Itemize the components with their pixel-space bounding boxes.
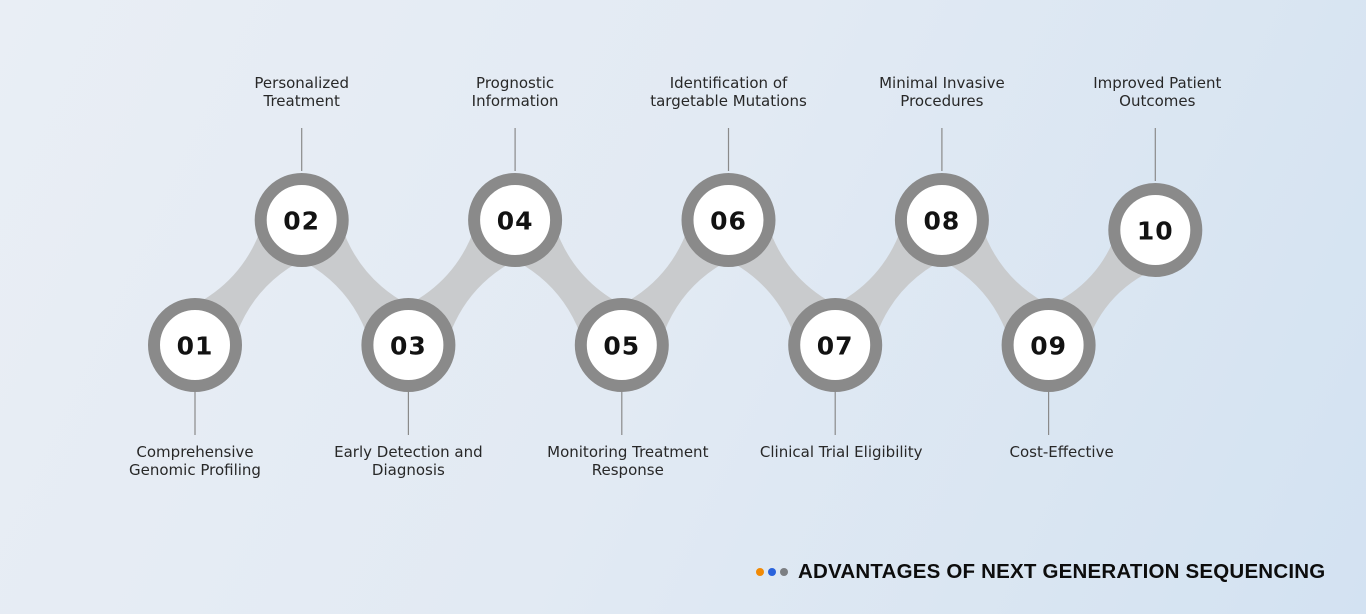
step-label-line: Clinical Trial Eligibility (759, 443, 923, 461)
step-label-line: Early Detection and (334, 443, 483, 461)
step-number: 03 (389, 331, 427, 361)
step-label-line: Procedures (900, 92, 984, 110)
step-label: Cost-Effective (937, 443, 1187, 461)
step-label-line: Monitoring Treatment (547, 443, 709, 461)
step-circle-05 (574, 298, 669, 392)
step-label-line: Diagnosis (371, 461, 445, 479)
step-circle-06 (681, 173, 776, 267)
step-label-line: Treatment (263, 92, 340, 110)
step-label: Clinical Trial Eligibility (716, 443, 966, 461)
step-number: 08 (923, 206, 961, 236)
title-dot-gray (780, 568, 788, 576)
step-number: 01 (176, 331, 214, 361)
step-circle-10 (1108, 183, 1203, 277)
step-number: 05 (603, 331, 641, 361)
step-label-line: Improved Patient (1093, 74, 1222, 92)
step-label-line: Response (591, 461, 664, 479)
step-circle-04 (468, 173, 563, 267)
step-number: 09 (1030, 331, 1067, 361)
infographic-title: ADVANTAGES OF NEXT GENERATION SEQUENCING (798, 560, 1326, 583)
step-label-line: Comprehensive (136, 443, 254, 461)
step-label-line: Cost-Effective (1009, 443, 1114, 461)
title-dot-orange (756, 568, 764, 576)
step-number: 02 (283, 206, 321, 236)
step-number: 07 (816, 331, 854, 361)
step-label-line: Minimal Invasive (879, 74, 1005, 92)
step-number: 06 (710, 206, 747, 236)
step-circle-03 (361, 298, 456, 392)
step-number: 10 (1136, 216, 1174, 246)
step-label-line: Personalized (254, 74, 349, 92)
step-number: 04 (496, 206, 534, 236)
title-dot-blue (768, 568, 776, 576)
step-label-line: targetable Mutations (650, 92, 807, 110)
step-circle-01 (148, 298, 242, 392)
step-label-line: Outcomes (1119, 92, 1196, 110)
step-label-line: Prognostic (476, 74, 555, 92)
title-dots (756, 568, 788, 576)
step-circle-08 (894, 173, 989, 267)
step-circle-07 (788, 298, 883, 392)
title-bar: ADVANTAGES OF NEXT GENERATION SEQUENCING (756, 556, 1325, 588)
step-circle-02 (254, 173, 349, 267)
step-label-line: Genomic Profiling (129, 461, 261, 479)
step-label-line: Identification of (669, 74, 788, 92)
step-label-line: Information (471, 92, 559, 110)
step-circle-09 (1001, 298, 1096, 392)
